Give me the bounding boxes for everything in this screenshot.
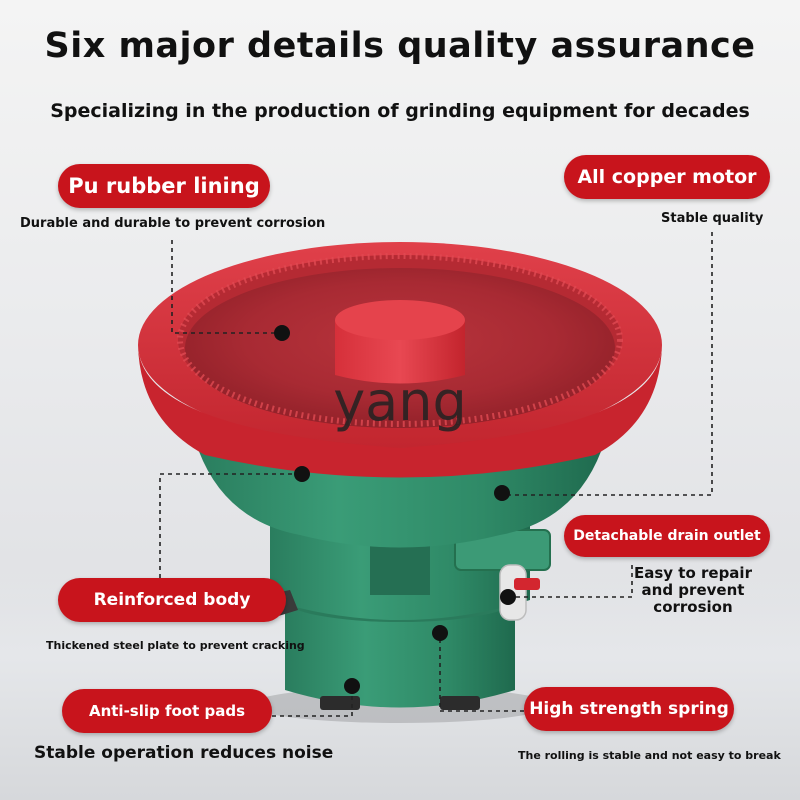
watermark-text: yang [333, 370, 467, 433]
label-pu-rubber-lining: Pu rubber lining [58, 164, 270, 208]
label-reinforced-body: Reinforced body [58, 578, 286, 622]
drain-pipe [499, 564, 527, 621]
note-high-strength-spring: The rolling is stable and not easy to br… [518, 749, 781, 762]
note-anti-slip-foot-pads: Stable operation reduces noise [34, 743, 334, 763]
label-all-copper-motor: All copper motor [564, 155, 770, 199]
label-anti-slip-foot-pads: Anti-slip foot pads [62, 689, 272, 733]
note-pu-rubber-lining: Durable and durable to prevent corrosion [20, 216, 326, 231]
foot-pad-left [320, 696, 360, 710]
page-title: Six major details quality assurance [44, 26, 756, 66]
page-subtitle: Specializing in the production of grindi… [50, 100, 750, 122]
drain-valve-handle [514, 578, 540, 590]
label-high-strength-spring: High strength spring [524, 687, 734, 731]
label-detachable-drain-outlet: Detachable drain outlet [564, 515, 770, 557]
center-hub-top [335, 300, 465, 340]
foot-pad-right [440, 696, 480, 710]
motor-housing [370, 545, 430, 595]
note-reinforced-body: Thickened steel plate to prevent crackin… [46, 639, 305, 652]
note-all-copper-motor: Stable quality [661, 211, 764, 226]
note-detachable-drain-outlet: Easy to repair and prevent corrosion [634, 564, 752, 616]
